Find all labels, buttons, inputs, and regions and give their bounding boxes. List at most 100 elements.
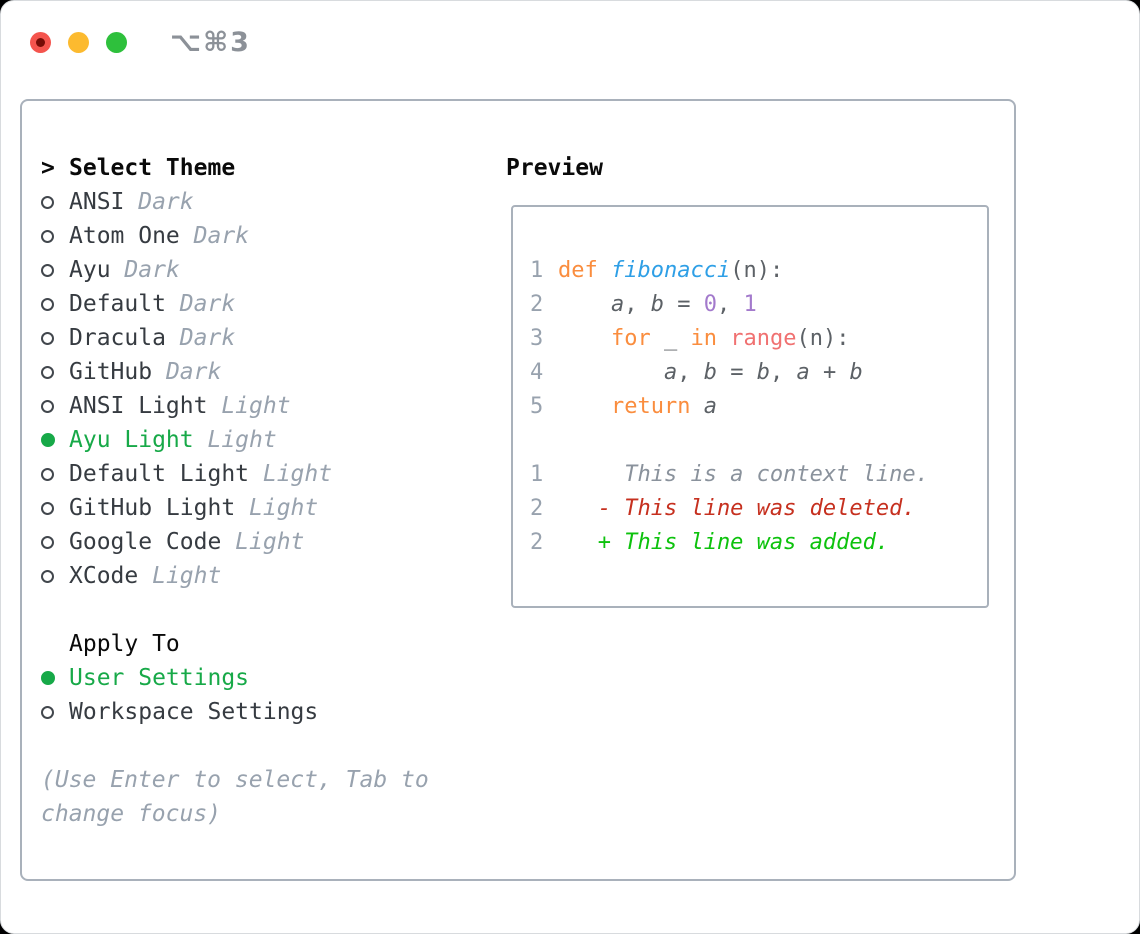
code-token [690, 394, 703, 419]
theme-variant-label: Light [262, 461, 333, 487]
apply-to-list: User Settings Workspace Settings [41, 661, 429, 729]
preview-code-box: 1 def fibonacci(n): 2 a, b = 0, 1 3 for … [511, 205, 989, 608]
code-token: a [663, 359, 678, 385]
code-token: , [716, 291, 744, 317]
theme-option-google-code[interactable]: Google Code Light [41, 525, 429, 559]
theme-name: Dracula [69, 325, 166, 351]
theme-name: Google Code [69, 529, 222, 555]
spacer-row [41, 729, 429, 763]
close-button[interactable] [30, 32, 51, 53]
code-token: return [610, 393, 691, 419]
theme-option-atom-one[interactable]: Atom One Dark [41, 219, 429, 253]
theme-option-github[interactable]: GitHub Dark [41, 355, 429, 389]
line-number: 2 [530, 495, 544, 521]
apply-option-user-settings[interactable]: User Settings [41, 661, 429, 695]
code-token: + [809, 359, 850, 385]
theme-option-github-light[interactable]: GitHub Light Light [41, 491, 429, 525]
radio-empty-icon [41, 399, 54, 413]
radio-empty-icon [41, 535, 54, 549]
radio-empty-icon [41, 705, 54, 719]
theme-variant-label: Light [221, 393, 291, 419]
apply-option-workspace-settings[interactable]: Workspace Settings [41, 695, 429, 729]
code-tokens: a, b = 0, 1 [558, 292, 757, 317]
theme-variant-label: Dark [179, 291, 236, 317]
theme-variant-label: Light [207, 427, 277, 453]
select-theme-title: Select Theme [69, 155, 236, 181]
theme-name: Ayu Light [69, 427, 194, 453]
code-tokens: + This line was added. [558, 530, 889, 555]
code-line: 1 This is a context line. [530, 457, 987, 491]
window-shortcut-label: ⌥⌘3 [170, 27, 251, 58]
theme-picker-left-column: > Select Theme ANSI Dark Atom One Dark A… [41, 151, 429, 831]
code-token: , [769, 359, 797, 385]
code-line [530, 423, 987, 457]
code-token: b [650, 291, 664, 317]
theme-option-ansi-light[interactable]: ANSI Light Light [41, 389, 429, 423]
hint-line-2: change focus) [41, 801, 222, 827]
spacer-row [41, 593, 429, 627]
zoom-button[interactable] [106, 32, 127, 53]
theme-option-default[interactable]: Default Dark [41, 287, 429, 321]
code-tokens: - This line was deleted. [558, 496, 916, 521]
line-number: 2 [530, 529, 544, 555]
theme-variant-label: Light [152, 563, 222, 589]
apply-to-header: Apply To [41, 627, 429, 661]
code-line: 2 a, b = 0, 1 [530, 287, 987, 321]
code-token: for [610, 325, 651, 351]
code-token [558, 394, 611, 419]
code-tokens: def fibonacci(n): [558, 258, 783, 283]
line-number: 3 [530, 325, 544, 351]
code-token: 1 [743, 291, 757, 317]
code-token: = [663, 291, 704, 317]
code-token [717, 326, 730, 351]
code-tokens: for _ in range(n): [558, 326, 849, 351]
theme-name: GitHub [69, 359, 153, 385]
code-token: a [703, 393, 717, 419]
theme-picker-panel: > Select Theme ANSI Dark Atom One Dark A… [20, 99, 1016, 881]
code-token [558, 292, 611, 317]
preview-title: Preview [506, 155, 603, 181]
theme-option-dracula[interactable]: Dracula Dark [41, 321, 429, 355]
code-line: 2 - This line was deleted. [530, 491, 987, 525]
theme-variant-label: Dark [124, 257, 180, 283]
theme-list: ANSI Dark Atom One Dark Ayu Dark Default… [41, 185, 429, 593]
code-token: fibonacci [610, 257, 731, 283]
radio-empty-icon [41, 501, 54, 515]
theme-name: Default [69, 291, 166, 317]
code-line: 4 a, b = b, a + b [530, 355, 987, 389]
code-tokens: a, b = b, a + b [558, 360, 863, 385]
code-line: 1 def fibonacci(n): [530, 253, 987, 287]
theme-option-ansi[interactable]: ANSI Dark [41, 185, 429, 219]
radio-filled-icon [41, 671, 55, 685]
theme-variant-label: Dark [193, 223, 250, 249]
radio-empty-icon [41, 569, 54, 583]
apply-option-label: Workspace Settings [69, 699, 319, 725]
radio-empty-icon [41, 365, 54, 379]
theme-name: Atom One [69, 223, 180, 249]
line-number: 2 [530, 291, 544, 317]
theme-option-ayu[interactable]: Ayu Dark [41, 253, 429, 287]
line-number: 4 [530, 359, 544, 385]
line-number: 1 [530, 461, 544, 487]
code-line: 2 + This line was added. [530, 525, 987, 559]
code-token: , [624, 291, 651, 317]
window-titlebar: ⌥⌘3 [30, 27, 251, 58]
theme-name: GitHub Light [69, 495, 236, 521]
theme-option-xcode[interactable]: XCode Light [41, 559, 429, 593]
radio-empty-icon [41, 195, 54, 209]
code-tokens: This is a context line. [558, 462, 929, 487]
theme-option-default-light[interactable]: Default Light Light [41, 457, 429, 491]
theme-option-ayu-light[interactable]: Ayu Light Light [41, 423, 429, 457]
code-token: _ [650, 325, 691, 351]
select-theme-header: > Select Theme [41, 151, 429, 185]
radio-empty-icon [41, 331, 54, 345]
minimize-button[interactable] [68, 32, 89, 53]
code-token: range [730, 325, 797, 351]
code-tokens: return a [558, 394, 717, 419]
code-token: This is a context line. [558, 461, 929, 487]
hint-line-1: (Use Enter to select, Tab to [41, 767, 429, 793]
line-number: 5 [530, 393, 544, 419]
code-token: b [756, 359, 770, 385]
theme-name: Ayu [69, 257, 111, 283]
